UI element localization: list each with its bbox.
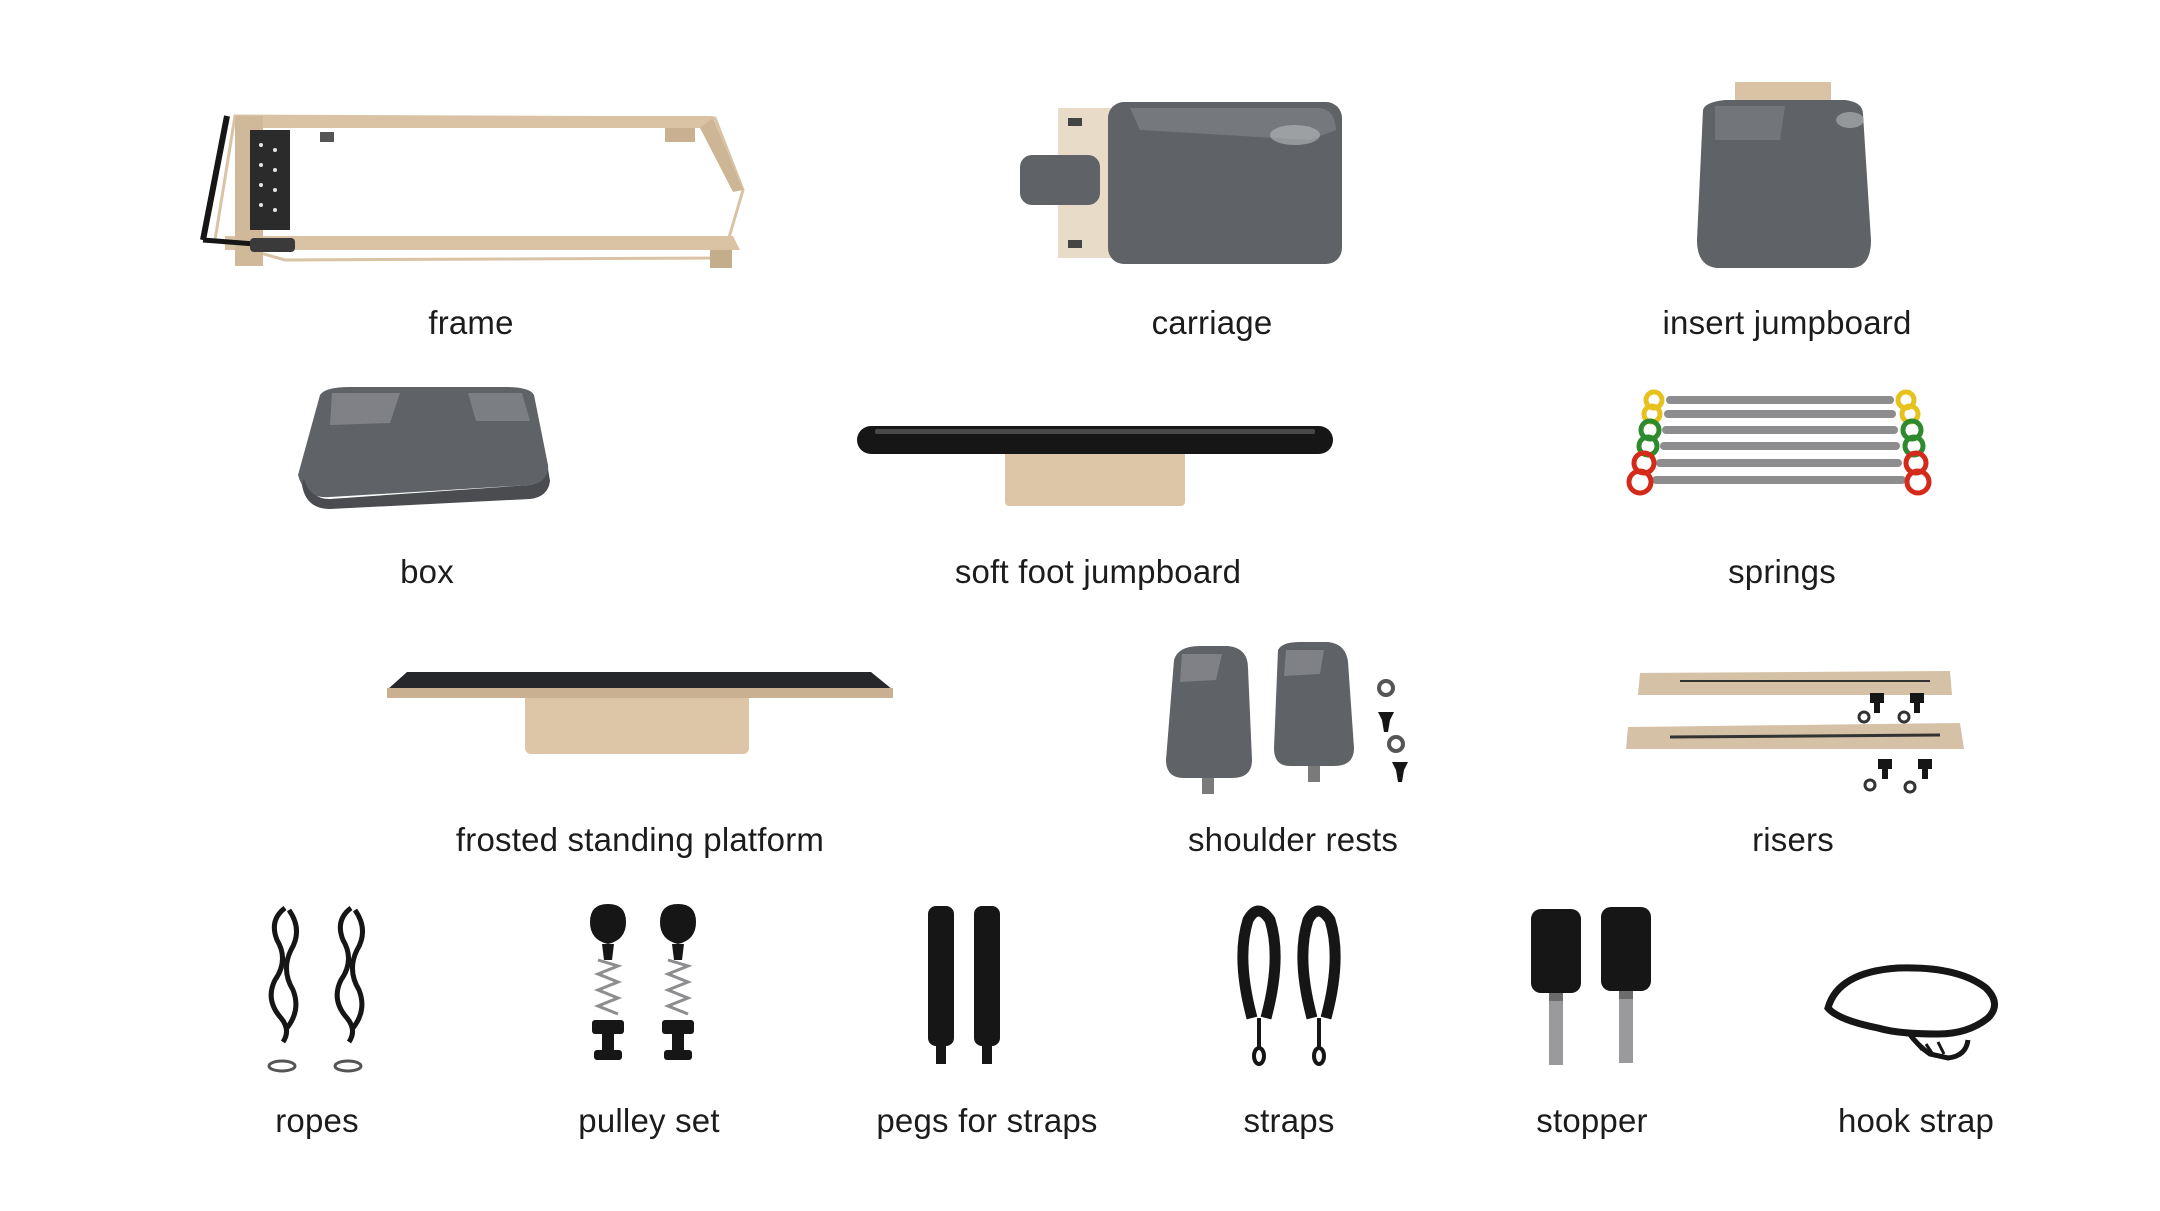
box-image xyxy=(298,387,550,509)
hook-strap-image xyxy=(1824,964,1998,1061)
label-shoulder-rests: shoulder rests xyxy=(1187,821,1399,858)
label-insert-jumpboard: insert jumpboard xyxy=(1662,304,1912,341)
frame-image xyxy=(200,114,745,268)
label-box: box xyxy=(400,553,454,590)
insert-jumpboard-image xyxy=(1697,82,1871,268)
label-ropes: ropes xyxy=(275,1102,359,1139)
label-carriage: carriage xyxy=(1151,304,1273,341)
label-risers: risers xyxy=(1752,821,1834,858)
pegs-image xyxy=(928,906,1000,1064)
label-stopper: stopper xyxy=(1536,1102,1648,1139)
pulley-set-image xyxy=(590,904,696,1060)
label-soft-foot-jumpboard: soft foot jumpboard xyxy=(954,553,1242,590)
shoulder-rests-image xyxy=(1166,642,1408,794)
carriage-image xyxy=(1020,102,1342,264)
label-pegs-for-straps: pegs for straps xyxy=(876,1102,1098,1139)
label-pulley-set: pulley set xyxy=(578,1102,720,1139)
label-straps: straps xyxy=(1243,1102,1335,1139)
frosted-standing-platform-image xyxy=(387,672,893,754)
label-frosted-standing-platform: frosted standing platform xyxy=(455,821,825,858)
ropes-image xyxy=(267,906,365,1073)
label-hook-strap: hook strap xyxy=(1837,1102,1995,1139)
risers-image xyxy=(1626,671,1964,794)
label-frame: frame xyxy=(428,304,514,341)
straps-image xyxy=(1237,905,1341,1066)
stopper-image xyxy=(1531,907,1651,1065)
soft-foot-jumpboard-image xyxy=(857,426,1333,506)
label-springs: springs xyxy=(1728,553,1836,590)
springs-image xyxy=(1626,389,1932,496)
